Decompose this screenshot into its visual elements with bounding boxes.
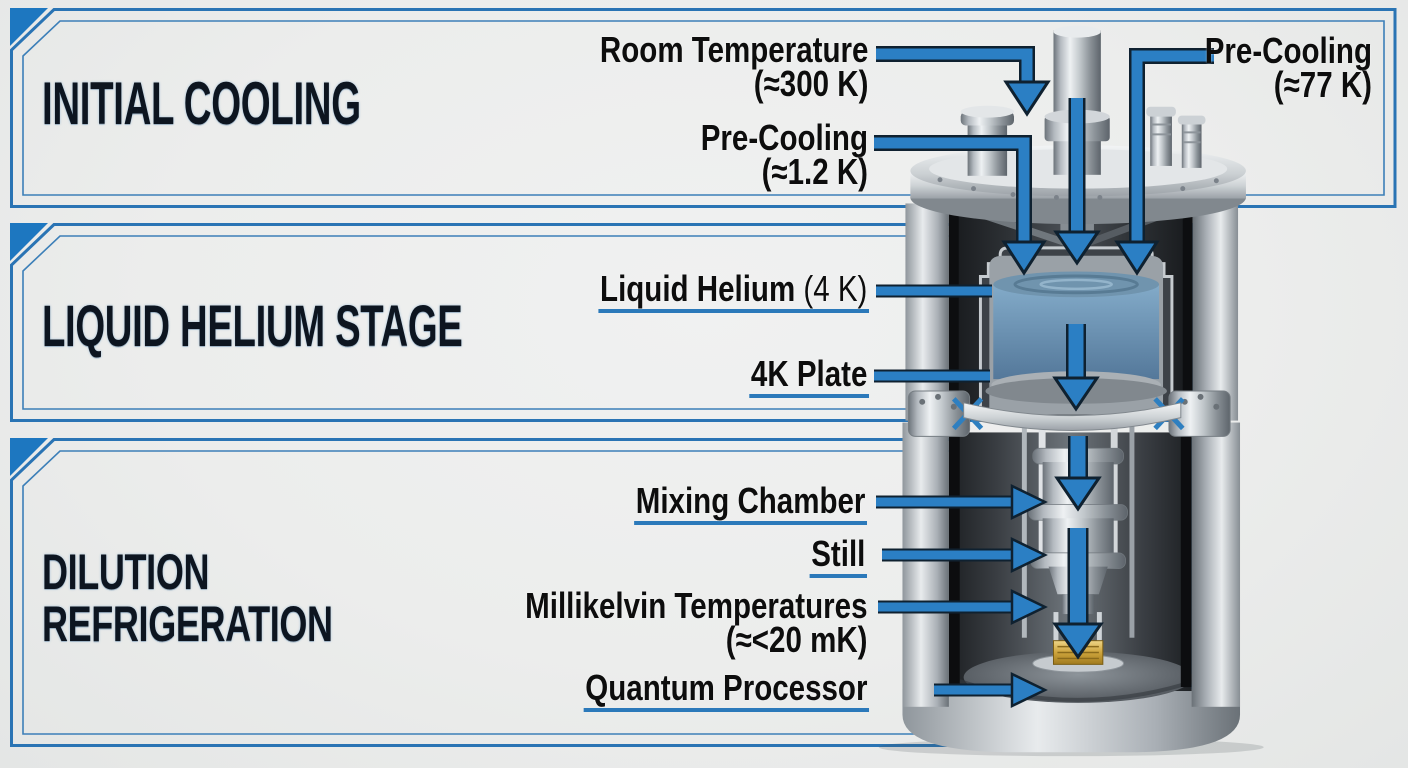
callout-value: (≈300 K)	[753, 63, 868, 104]
section-title-initial-cooling: INITIAL COOLING	[42, 74, 540, 134]
pre-cooling-inner-arrow	[874, 135, 1047, 276]
callout-label: Pre-Cooling	[1204, 30, 1372, 71]
callout-value: (≈<20 mK)	[725, 619, 867, 660]
callout-label: Quantum Processor	[583, 670, 869, 712]
down-arrow-icon	[1114, 240, 1160, 276]
lower-wall-left	[902, 422, 949, 707]
helium-downflow-arrow	[1052, 324, 1100, 412]
callout-pre-cooling-1-2k: Pre-Cooling (≈1.2 K)	[664, 120, 868, 192]
callout-liquid-helium: Liquid Helium (4 K)	[539, 271, 869, 313]
down-arrow-icon	[1052, 622, 1104, 660]
section-title-dilution-refrigeration: DILUTION REFRIGERATION	[42, 546, 446, 650]
callout-millikelvin: Millikelvin Temperatures (≈<20 mK)	[450, 588, 867, 660]
room-temperature-arrow	[876, 46, 1051, 117]
right-arrow-icon	[1010, 672, 1048, 708]
callout-room-temperature: Room Temperature (≈300 K)	[541, 32, 868, 104]
lid-bolts	[937, 177, 1219, 200]
upper-wall-right	[1192, 203, 1239, 421]
title-text: INITIAL COOLING	[42, 70, 361, 137]
title-text-line1: DILUTION	[42, 544, 210, 600]
down-arrow-icon	[1052, 376, 1100, 412]
callout-label: Room Temperature	[599, 29, 868, 70]
plate-4k-band	[963, 402, 1182, 431]
plate-4k-assembly	[907, 390, 1231, 437]
callout-label: 4K Plate	[749, 356, 869, 398]
callout-value: (4 K)	[803, 268, 868, 309]
callout-label: Liquid Helium	[600, 268, 796, 309]
callout-mixing-chamber: Mixing Chamber	[583, 483, 867, 525]
upper-wall-left	[905, 203, 949, 421]
callout-value: (≈1.2 K)	[761, 151, 868, 192]
pre-cooling-outer-arrow	[1114, 48, 1214, 276]
callout-pre-cooling-77k: Pre-Cooling (≈77 K)	[1168, 33, 1372, 105]
down-arrow-icon	[1053, 230, 1101, 266]
callout-label: Still	[809, 536, 867, 578]
title-text-line2: REFRIGERATION	[42, 596, 333, 652]
right-arrow-icon	[1010, 484, 1048, 520]
right-arrow-icon	[1010, 589, 1048, 625]
gas-connectors	[1146, 106, 1206, 168]
callout-quantum-processor: Quantum Processor	[521, 670, 869, 712]
callout-label: Millikelvin Temperatures	[524, 585, 867, 626]
title-text: LIQUID HELIUM STAGE	[42, 294, 463, 359]
callout-still: Still	[797, 536, 867, 578]
section-title-liquid-helium-stage: LIQUID HELIUM STAGE	[42, 298, 679, 356]
millikelvin-arrow	[878, 589, 1048, 625]
section-frame-initial-cooling	[10, 8, 1397, 208]
down-arrow-icon	[1001, 240, 1047, 276]
still-arrow	[882, 537, 1048, 573]
quantum-processor-arrow	[934, 672, 1048, 708]
callout-label: Mixing Chamber	[634, 483, 867, 525]
center-flow-arrow	[1053, 98, 1101, 266]
down-arrow-icon	[1003, 80, 1051, 117]
mixing-chamber-arrow	[876, 484, 1048, 520]
callout-value: (≈77 K)	[1273, 64, 1372, 105]
lower-wall-right	[1191, 422, 1241, 707]
callout-label: Pre-Cooling	[700, 117, 868, 158]
post-plate-downflow-arrow	[1054, 436, 1102, 512]
callout-4k-plate: 4K Plate	[723, 356, 869, 398]
down-arrow-icon	[1054, 476, 1102, 512]
dilution-downflow-arrow	[1052, 528, 1104, 660]
right-arrow-icon	[1010, 537, 1048, 573]
